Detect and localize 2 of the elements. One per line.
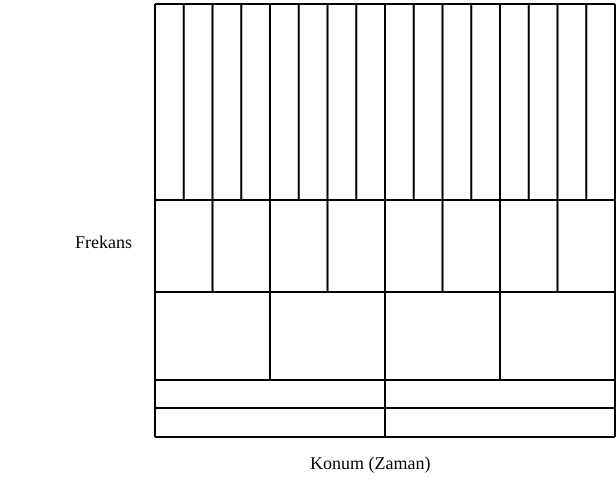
- axis-label: Konum (Zaman): [310, 453, 430, 474]
- axis-label: Frekans: [75, 232, 132, 253]
